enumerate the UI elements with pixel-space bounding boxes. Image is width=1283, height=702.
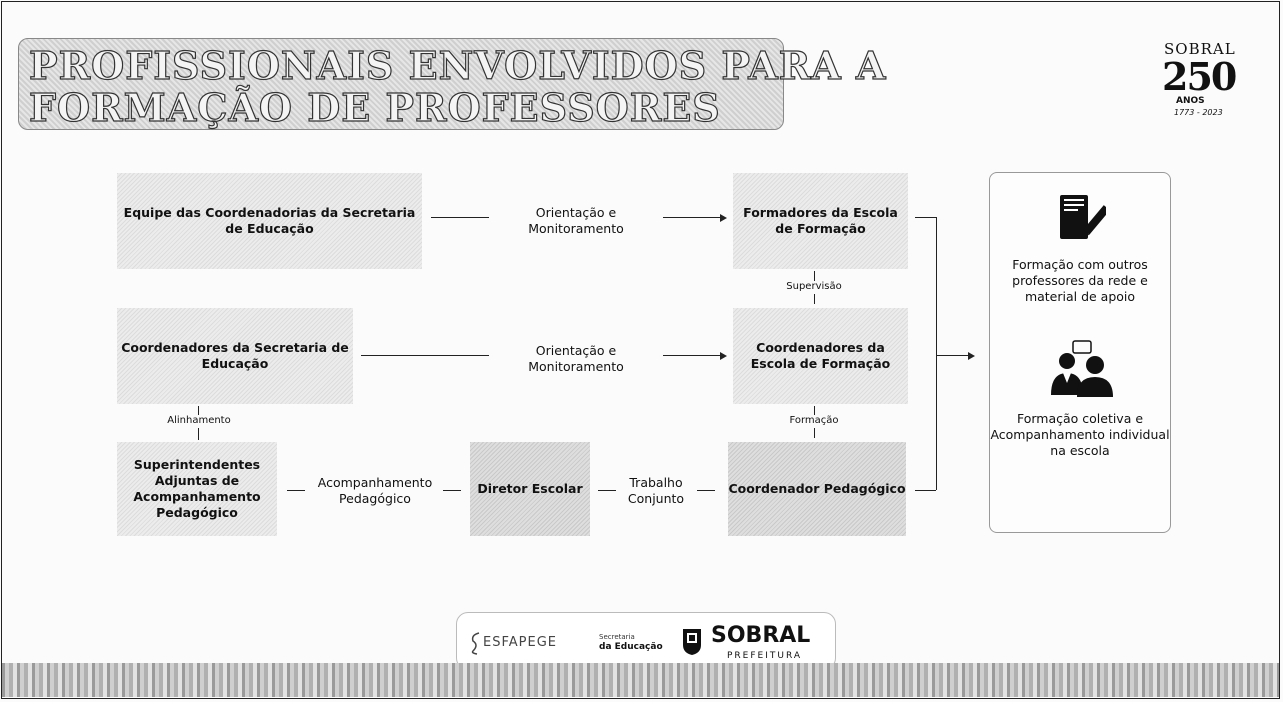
bracket-line (936, 217, 937, 490)
connector-line (198, 428, 199, 440)
connector-line (814, 294, 815, 304)
book-pencil-icon (1060, 195, 1106, 239)
box-coordenador-pedagogico: Coordenador Pedagógico (728, 442, 906, 536)
right-panel-item-1: Formação com outros professores da rede … (1012, 257, 1148, 304)
box-formadores: Formadores da Escola de Formação (733, 173, 908, 269)
logo-prefeitura: PREFEITURA (727, 651, 803, 661)
box-diretor-escolar: Diretor Escolar (470, 442, 590, 536)
connector-line (814, 406, 815, 415)
label-orientacao-1: Orientação e Monitoramento (528, 205, 624, 236)
connector-line (915, 217, 936, 218)
connector-line (697, 490, 715, 491)
logo-esfapege: ESFAPEGE (483, 635, 557, 650)
label-orientacao-2: Orientação e Monitoramento (528, 343, 624, 374)
right-panel-formacao: Formação com outros professores da rede … (989, 172, 1171, 533)
title-line-2: FORMAÇÃO DE PROFESSORES (28, 84, 721, 130)
logo-name: SOBRAL (1164, 40, 1236, 58)
connector-line (814, 428, 815, 438)
connector-line (361, 355, 489, 356)
box-coordenadores-secretaria: Coordenadores da Secretaria de Educação (117, 308, 353, 404)
right-panel-item-2: Formação coletiva e Acompanhamento indiv… (990, 411, 1170, 458)
logo-number: 250 (1162, 54, 1237, 99)
connector-line (915, 490, 936, 491)
people-meeting-icon (1051, 340, 1113, 397)
label-alinhamento: Alinhamento (167, 415, 231, 426)
bottom-decorative-strip (2, 663, 1279, 697)
esfapege-mark-icon (471, 632, 480, 655)
sobral-250-logo: SOBRAL 250 ANOS 1773 - 2023 (1160, 40, 1237, 122)
box-coordenadores-escola: Coordenadores da Escola de Formação (733, 308, 908, 404)
logo-secretaria-big: da Educação (599, 642, 663, 652)
logo-years: 1773 - 2023 (1174, 108, 1223, 117)
label-formacao: Formação (789, 415, 839, 426)
connector-line (443, 490, 461, 491)
title-line-1: PROFISSIONAIS ENVOLVIDOS PARA A (28, 42, 887, 88)
label-acompanhamento: Acompanhamento Pedagógico (317, 475, 433, 506)
connector-line (598, 490, 616, 491)
logo-sobral: SOBRAL (711, 623, 811, 648)
footer-logos: ESFAPEGE Secretaria da Educação SOBRAL P… (456, 612, 836, 670)
box-equipe-coordenadorias: Equipe das Coordenadorias da Secretaria … (117, 173, 422, 269)
label-supervisao: Supervisão (786, 281, 842, 292)
arrow-to-formadores (663, 213, 727, 222)
logo-sub: ANOS (1176, 96, 1205, 106)
connector-line (431, 217, 489, 218)
coat-of-arms-icon (683, 629, 701, 655)
slide-title: PROFISSIONAIS ENVOLVIDOS PARA A FORMAÇÃO… (18, 38, 886, 131)
connector-line (198, 406, 199, 415)
label-trabalho: Trabalho Conjunto (627, 475, 685, 506)
logo-secretaria-small: Secretaria (599, 633, 635, 641)
connector-line (814, 271, 815, 281)
arrow-to-right-panel (936, 351, 975, 360)
arrow-to-coord-escola (663, 351, 727, 360)
connector-line (287, 490, 305, 491)
box-superintendentes: Superintendentes Adjuntas de Acompanhame… (117, 442, 277, 536)
